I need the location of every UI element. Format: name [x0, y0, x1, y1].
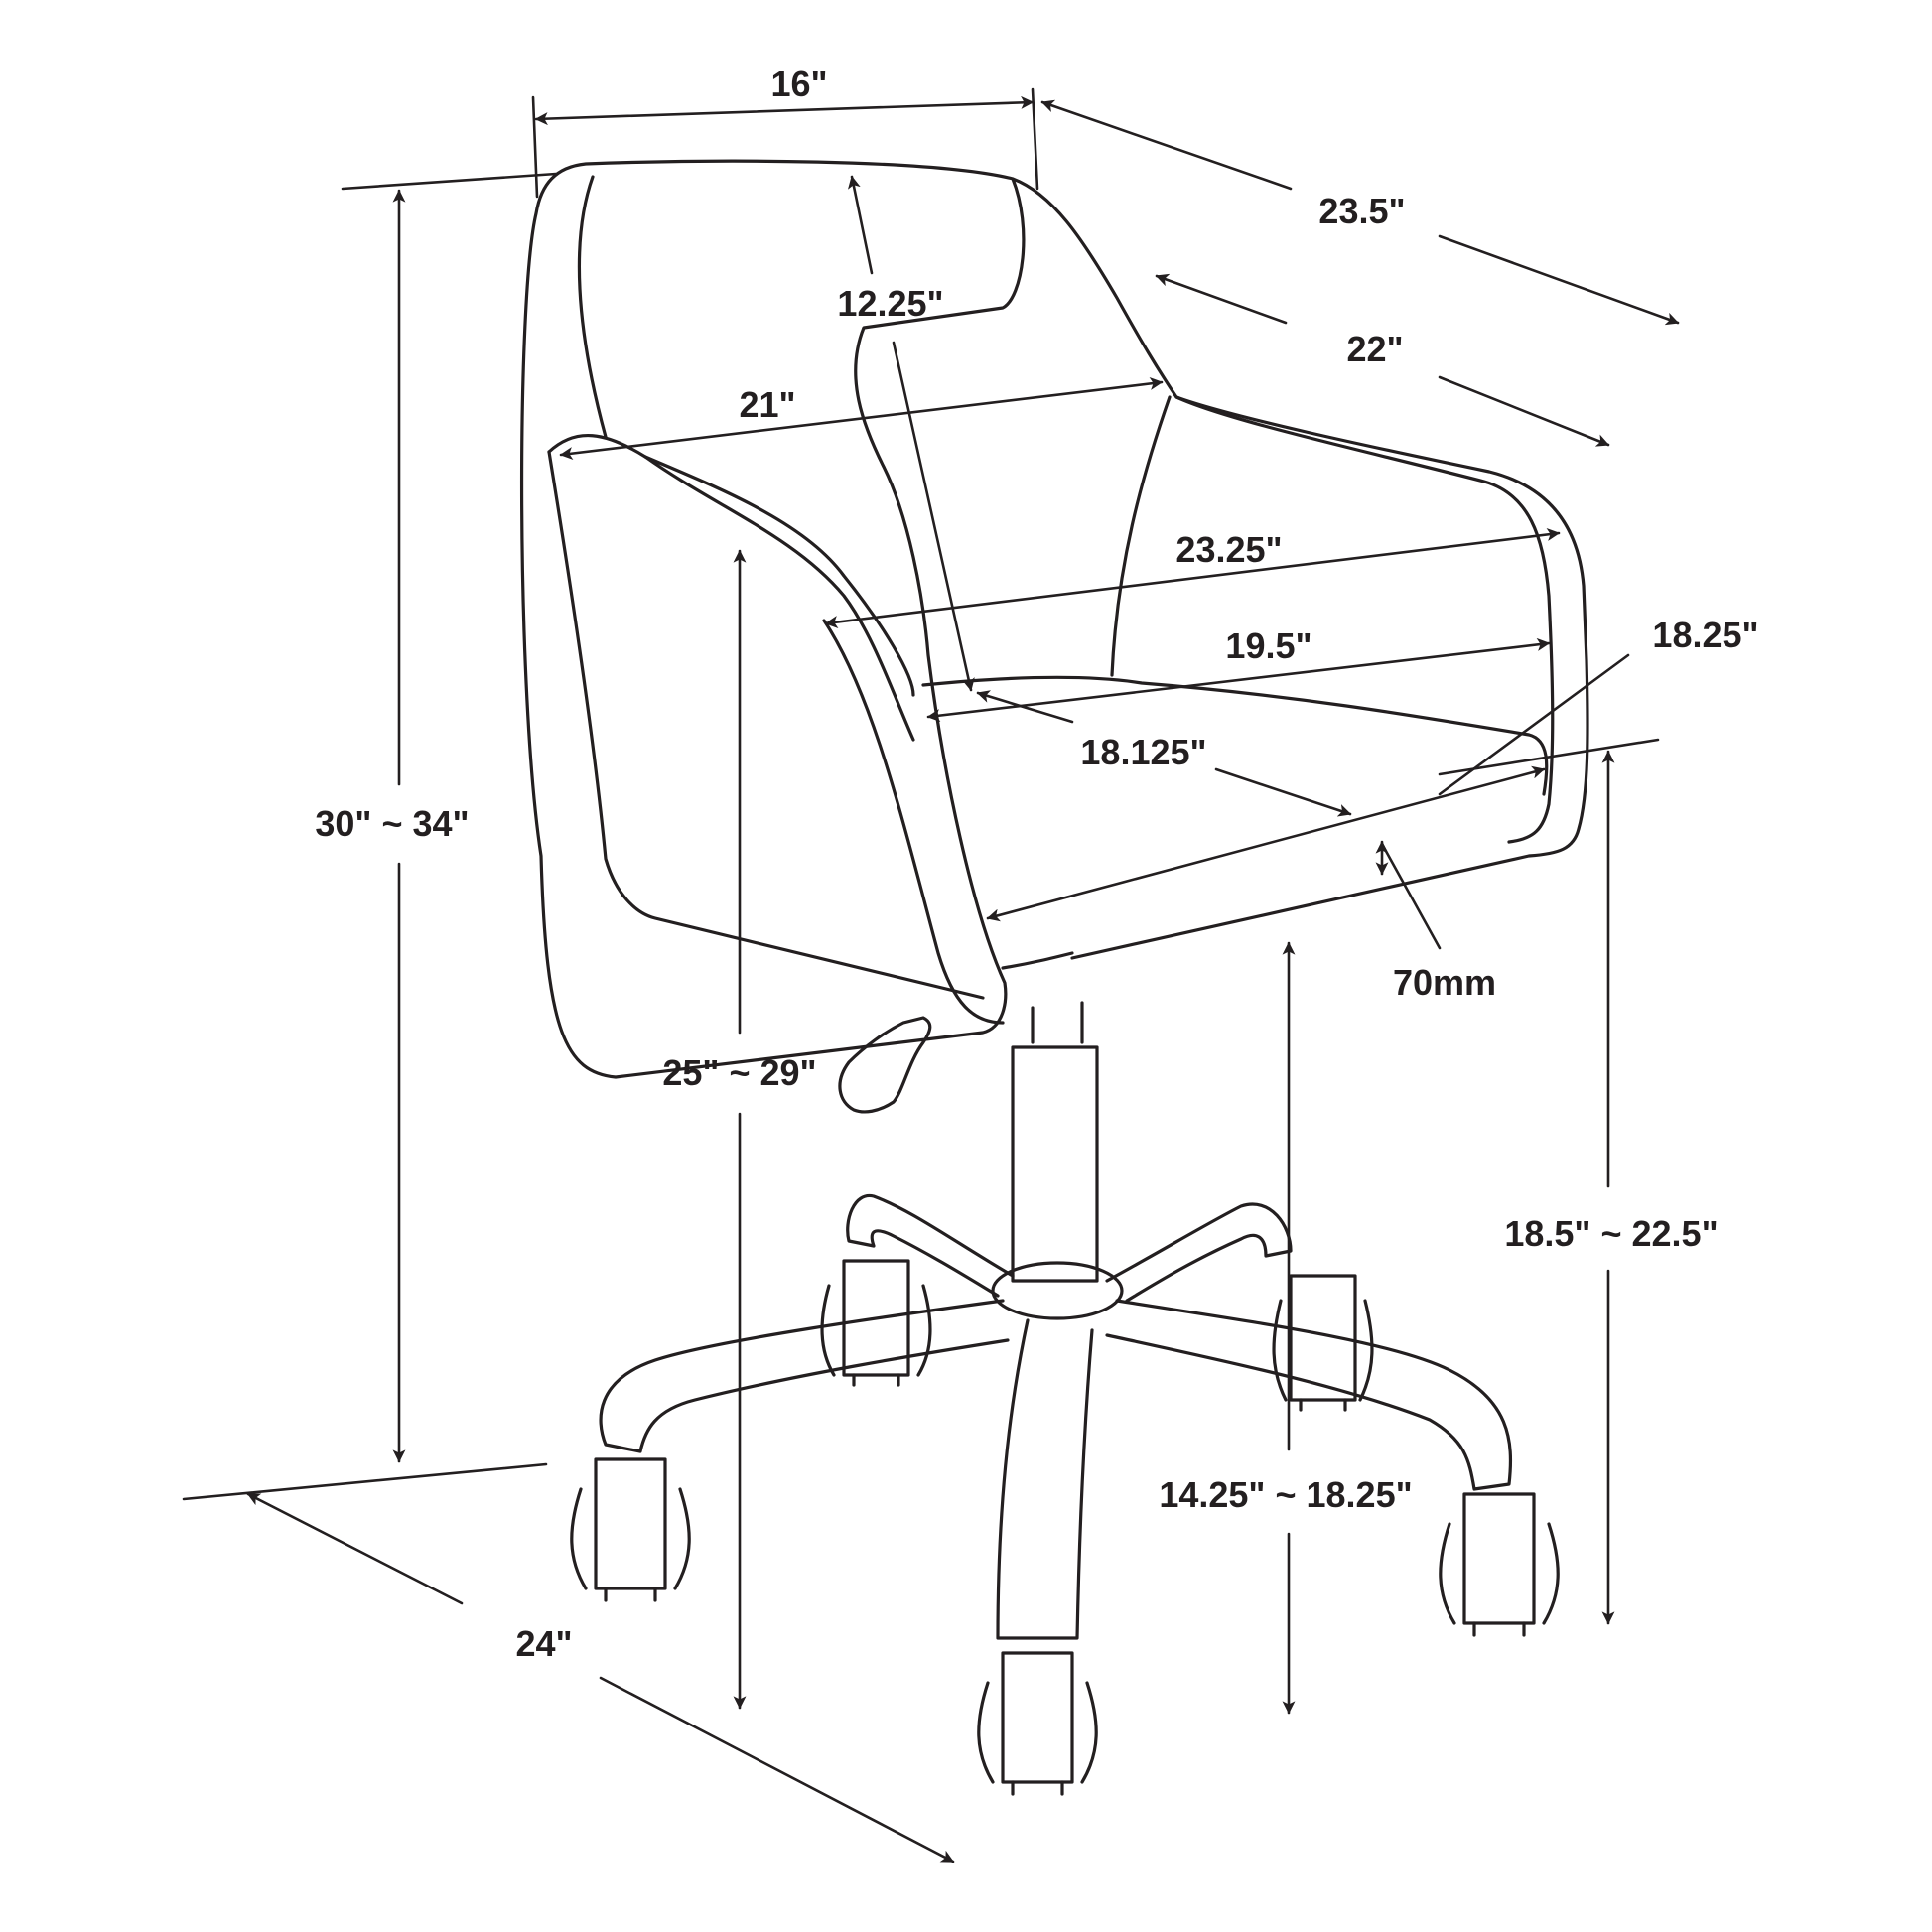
label-seat-height: 18.5" ~ 22.5": [1504, 1213, 1718, 1254]
dim-line-outer-width: [824, 527, 1561, 629]
base-leg-back-right: [1105, 1202, 1293, 1303]
chair-illustration: [519, 159, 1589, 1796]
dim-line-depth-b: [1438, 234, 1680, 326]
dim-line-seat-depth-a: [976, 690, 1074, 724]
ext-line-top-right: [1031, 87, 1039, 191]
dim-line-base-a: [246, 1492, 464, 1605]
dim-line-back-b: [892, 341, 975, 692]
backrest-inner-line: [577, 175, 608, 439]
label-arm-depth: 22": [1346, 329, 1403, 369]
base-leg-back-left: [846, 1193, 1015, 1298]
right-arm-top: [1011, 177, 1589, 960]
dimension-labels: 16" 23.5" 22" 12.25" 21" 23.25" 19.5" 18…: [315, 64, 1758, 1664]
label-overall-depth: 23.5": [1318, 191, 1405, 231]
label-seat-depth: 18.125": [1080, 732, 1206, 772]
dim-line-depth-a: [1040, 99, 1293, 191]
dimension-lines: [182, 87, 1680, 1863]
gas-cylinder: [1011, 1045, 1099, 1283]
label-arm-width: 21": [739, 384, 795, 425]
seat-front-edge: [1001, 951, 1074, 970]
base-leg-left: [599, 1299, 1010, 1453]
dim-line-arm-depth-a: [1155, 273, 1288, 325]
dim-line-arm-depth-b: [1438, 375, 1610, 447]
ext-line-top-left: [531, 95, 539, 199]
caster-front: [977, 1651, 1098, 1796]
gas-cylinder-upper: [1031, 1001, 1084, 1044]
caster-left: [570, 1457, 691, 1602]
ext-line-top-height: [341, 172, 558, 191]
left-arm-inner: [643, 455, 915, 742]
backrest-outline: [519, 159, 1026, 1079]
label-seat-side: 18.25": [1652, 615, 1758, 655]
left-arm-front: [822, 619, 1005, 1025]
backrest-crease: [1110, 395, 1172, 677]
dim-line-seat-width: [926, 637, 1551, 723]
dim-line-seat-depth-b: [1214, 767, 1352, 817]
label-outer-width: 23.25": [1175, 529, 1282, 570]
label-seat-width: 19.5": [1225, 625, 1311, 666]
caster-back-left: [820, 1259, 932, 1387]
label-arm-height: 25" ~ 29": [662, 1052, 816, 1093]
label-back-height: 12.25": [837, 283, 943, 324]
label-overall-height: 30" ~ 34": [315, 803, 469, 844]
left-arm-side: [547, 450, 985, 1000]
ext-line-floor-left: [182, 1462, 548, 1501]
base-hub: [991, 1261, 1124, 1320]
base-leg-right: [1105, 1299, 1513, 1491]
leader-seat-side: [1438, 653, 1630, 796]
height-lever: [838, 1016, 932, 1114]
dim-line-back-a: [847, 175, 874, 275]
label-cushion: 70mm: [1393, 962, 1496, 1003]
label-seat-floor: 14.25" ~ 18.25": [1159, 1474, 1412, 1515]
dim-line-arm-width: [559, 376, 1164, 461]
leader-cushion: [1380, 842, 1442, 950]
left-arm-top: [547, 433, 915, 697]
dim-line-seat-side: [986, 765, 1546, 922]
label-base: 24": [515, 1623, 572, 1664]
base-leg-front: [996, 1318, 1094, 1640]
caster-back-right: [1272, 1274, 1374, 1412]
caster-right: [1439, 1492, 1560, 1637]
dim-line-top-width: [534, 95, 1035, 126]
dim-line-base-b: [599, 1676, 955, 1863]
label-top-width: 16": [770, 64, 827, 104]
